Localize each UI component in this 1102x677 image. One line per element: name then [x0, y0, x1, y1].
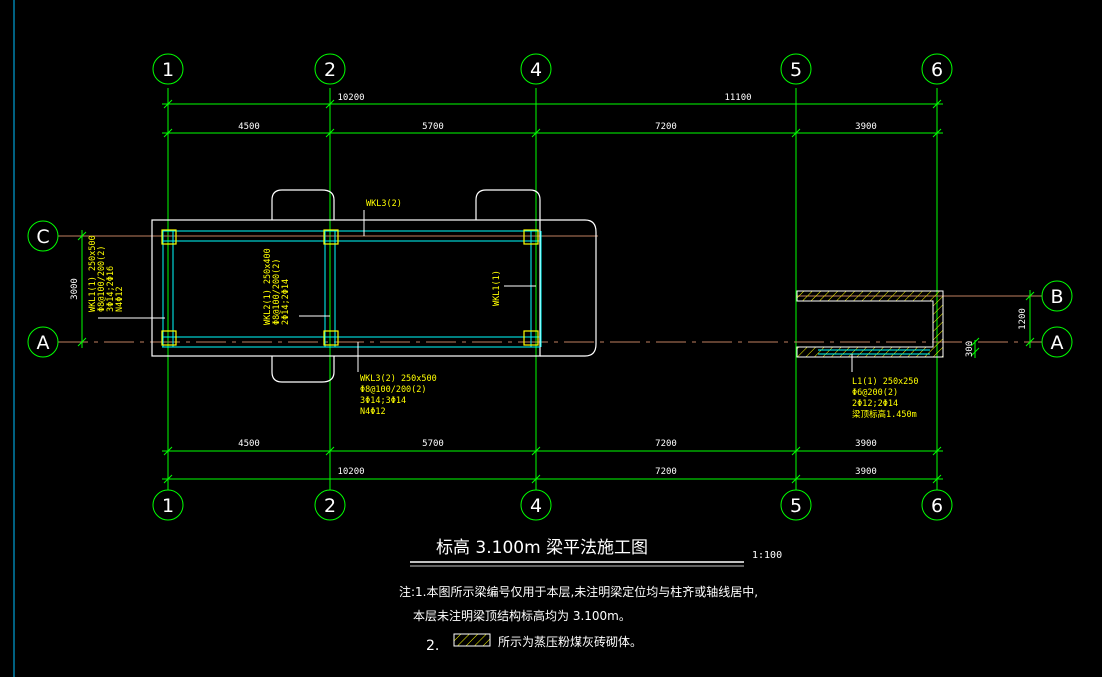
svg-text:WKL2(1) 250x400: WKL2(1) 250x400: [263, 248, 273, 325]
masonry-wall-right: [796, 290, 944, 358]
axis-label-left-C[interactable]: C: [36, 226, 49, 248]
dim-bottom-span-4: 3900: [855, 439, 877, 449]
axis-label-right-A[interactable]: A: [1051, 332, 1064, 354]
dim-top-span-3: 7200: [655, 122, 677, 132]
note-1-line-1: 注:1.本图所示梁编号仅用于本层,未注明梁定位均与柱齐或轴线居中,: [399, 584, 758, 599]
beam-label-wkl3-top[interactable]: WKL3(2): [366, 199, 402, 209]
svg-text:Φ6@200(2): Φ6@200(2): [852, 388, 898, 398]
beam-label-wkl3-bottom[interactable]: WKL3(2) 250x500 Φ8@100/200(2) 3Φ14;3Φ14 …: [360, 374, 437, 417]
left-dimension: [77, 230, 87, 348]
top-dimension-lines: [162, 99, 943, 138]
beam-annotations: WKL3(2) WKL1(1) 250x500 Φ8@100/200(2) 3Φ…: [88, 199, 919, 420]
axis-label-bottom-6[interactable]: 6: [931, 495, 943, 517]
dimension-texts: 10200 11100 4500 5700 7200 3900 4500 570…: [70, 93, 1028, 477]
beam-lines: [162, 230, 542, 348]
axis-bubbles-bottom: 1 2 4 5 6: [152, 489, 953, 521]
axis-label-bottom-2[interactable]: 2: [324, 495, 336, 517]
note-1-line-2: 本层未注明梁顶结构标高均为 3.100m。: [413, 608, 631, 623]
dim-left-span: 3000: [70, 278, 80, 300]
svg-text:WKL3(2) 250x500: WKL3(2) 250x500: [360, 374, 437, 384]
axis-lines-vertical: [167, 88, 938, 490]
leader-lines: [98, 210, 853, 372]
drawing-title[interactable]: 标高 3.100m 梁平法施工图: [436, 538, 648, 558]
note-2-number: 2.: [426, 638, 439, 654]
axis-label-top-5[interactable]: 5: [790, 59, 802, 81]
dim-bottom-total-2: 7200: [655, 467, 677, 477]
svg-text:Φ8@100/200(2): Φ8@100/200(2): [272, 258, 282, 325]
svg-text:L1(1) 250x250: L1(1) 250x250: [852, 377, 919, 387]
axis-label-top-2[interactable]: 2: [324, 59, 336, 81]
axis-label-bottom-5[interactable]: 5: [790, 495, 802, 517]
svg-text:Φ8@100/200(2): Φ8@100/200(2): [360, 385, 427, 395]
columns: [161, 229, 539, 346]
axis-label-bottom-4[interactable]: 4: [530, 495, 542, 517]
notes: 注:1.本图所示梁编号仅用于本层,未注明梁定位均与柱齐或轴线居中, 本层未注明梁…: [399, 584, 758, 654]
axis-label-right-B[interactable]: B: [1050, 286, 1063, 308]
beam-label-wkl2-mid[interactable]: WKL2(1) 250x400 Φ8@100/200(2) 2Φ14;2Φ14: [263, 248, 291, 325]
dim-bottom-span-3: 7200: [655, 439, 677, 449]
axis-bubbles-top: 1 2 4 5 6: [152, 53, 953, 85]
svg-text:2Φ14;2Φ14: 2Φ14;2Φ14: [281, 279, 291, 325]
beam-label-wkl1-right[interactable]: WKL1(1): [492, 270, 502, 306]
axis-lines-horizontal: [58, 235, 1042, 343]
dim-top-total-right: 11100: [724, 93, 751, 103]
svg-text:3Φ14;2Φ16: 3Φ14;2Φ16: [106, 266, 116, 312]
dim-bottom-span-2: 5700: [422, 439, 444, 449]
hatch-legend-swatch: [453, 633, 491, 647]
dim-top-total-left: 10200: [337, 93, 364, 103]
svg-text:WKL1(1): WKL1(1): [492, 270, 502, 306]
dim-bottom-total-3: 3900: [855, 467, 877, 477]
dim-bottom-span-1: 4500: [238, 439, 260, 449]
svg-text:N4Φ12: N4Φ12: [115, 286, 125, 312]
dim-top-span-1: 4500: [238, 122, 260, 132]
bottom-dimension-lines: [162, 446, 943, 484]
svg-text:2Φ12;2Φ14: 2Φ12;2Φ14: [852, 399, 898, 409]
dim-right-span: 1200: [1018, 308, 1028, 330]
axis-label-top-1[interactable]: 1: [162, 59, 174, 81]
beam-label-l1-right[interactable]: L1(1) 250x250 Φ6@200(2) 2Φ12;2Φ14 梁顶标高1.…: [852, 377, 919, 420]
svg-text:N4Φ12: N4Φ12: [360, 407, 386, 417]
note-2-text: 所示为蒸压粉煤灰砖砌体。: [498, 634, 642, 649]
axis-label-top-4[interactable]: 4: [530, 59, 542, 81]
svg-text:WKL1(1) 250x500: WKL1(1) 250x500: [88, 235, 98, 312]
right-dimension: [970, 290, 1035, 358]
building-outline: [151, 189, 597, 383]
title-block: 标高 3.100m 梁平法施工图 1:100: [410, 538, 782, 567]
svg-text:Φ8@100/200(2): Φ8@100/200(2): [97, 245, 107, 312]
dim-bottom-total-1: 10200: [337, 467, 364, 477]
axis-label-top-6[interactable]: 6: [931, 59, 943, 81]
svg-text:梁顶标高1.450m: 梁顶标高1.450m: [852, 409, 917, 420]
axis-label-left-A[interactable]: A: [37, 332, 50, 354]
dim-top-span-4: 3900: [855, 122, 877, 132]
dim-right-small: 300: [965, 341, 975, 357]
svg-text:3Φ14;3Φ14: 3Φ14;3Φ14: [360, 396, 406, 406]
axis-label-bottom-1[interactable]: 1: [162, 495, 174, 517]
axis-bubbles-side: C A B A: [27, 220, 1073, 358]
beam-label-wkl1-left[interactable]: WKL1(1) 250x500 Φ8@100/200(2) 3Φ14;2Φ16 …: [88, 235, 125, 312]
dim-top-span-2: 5700: [422, 122, 444, 132]
drawing-scale: 1:100: [752, 550, 782, 561]
